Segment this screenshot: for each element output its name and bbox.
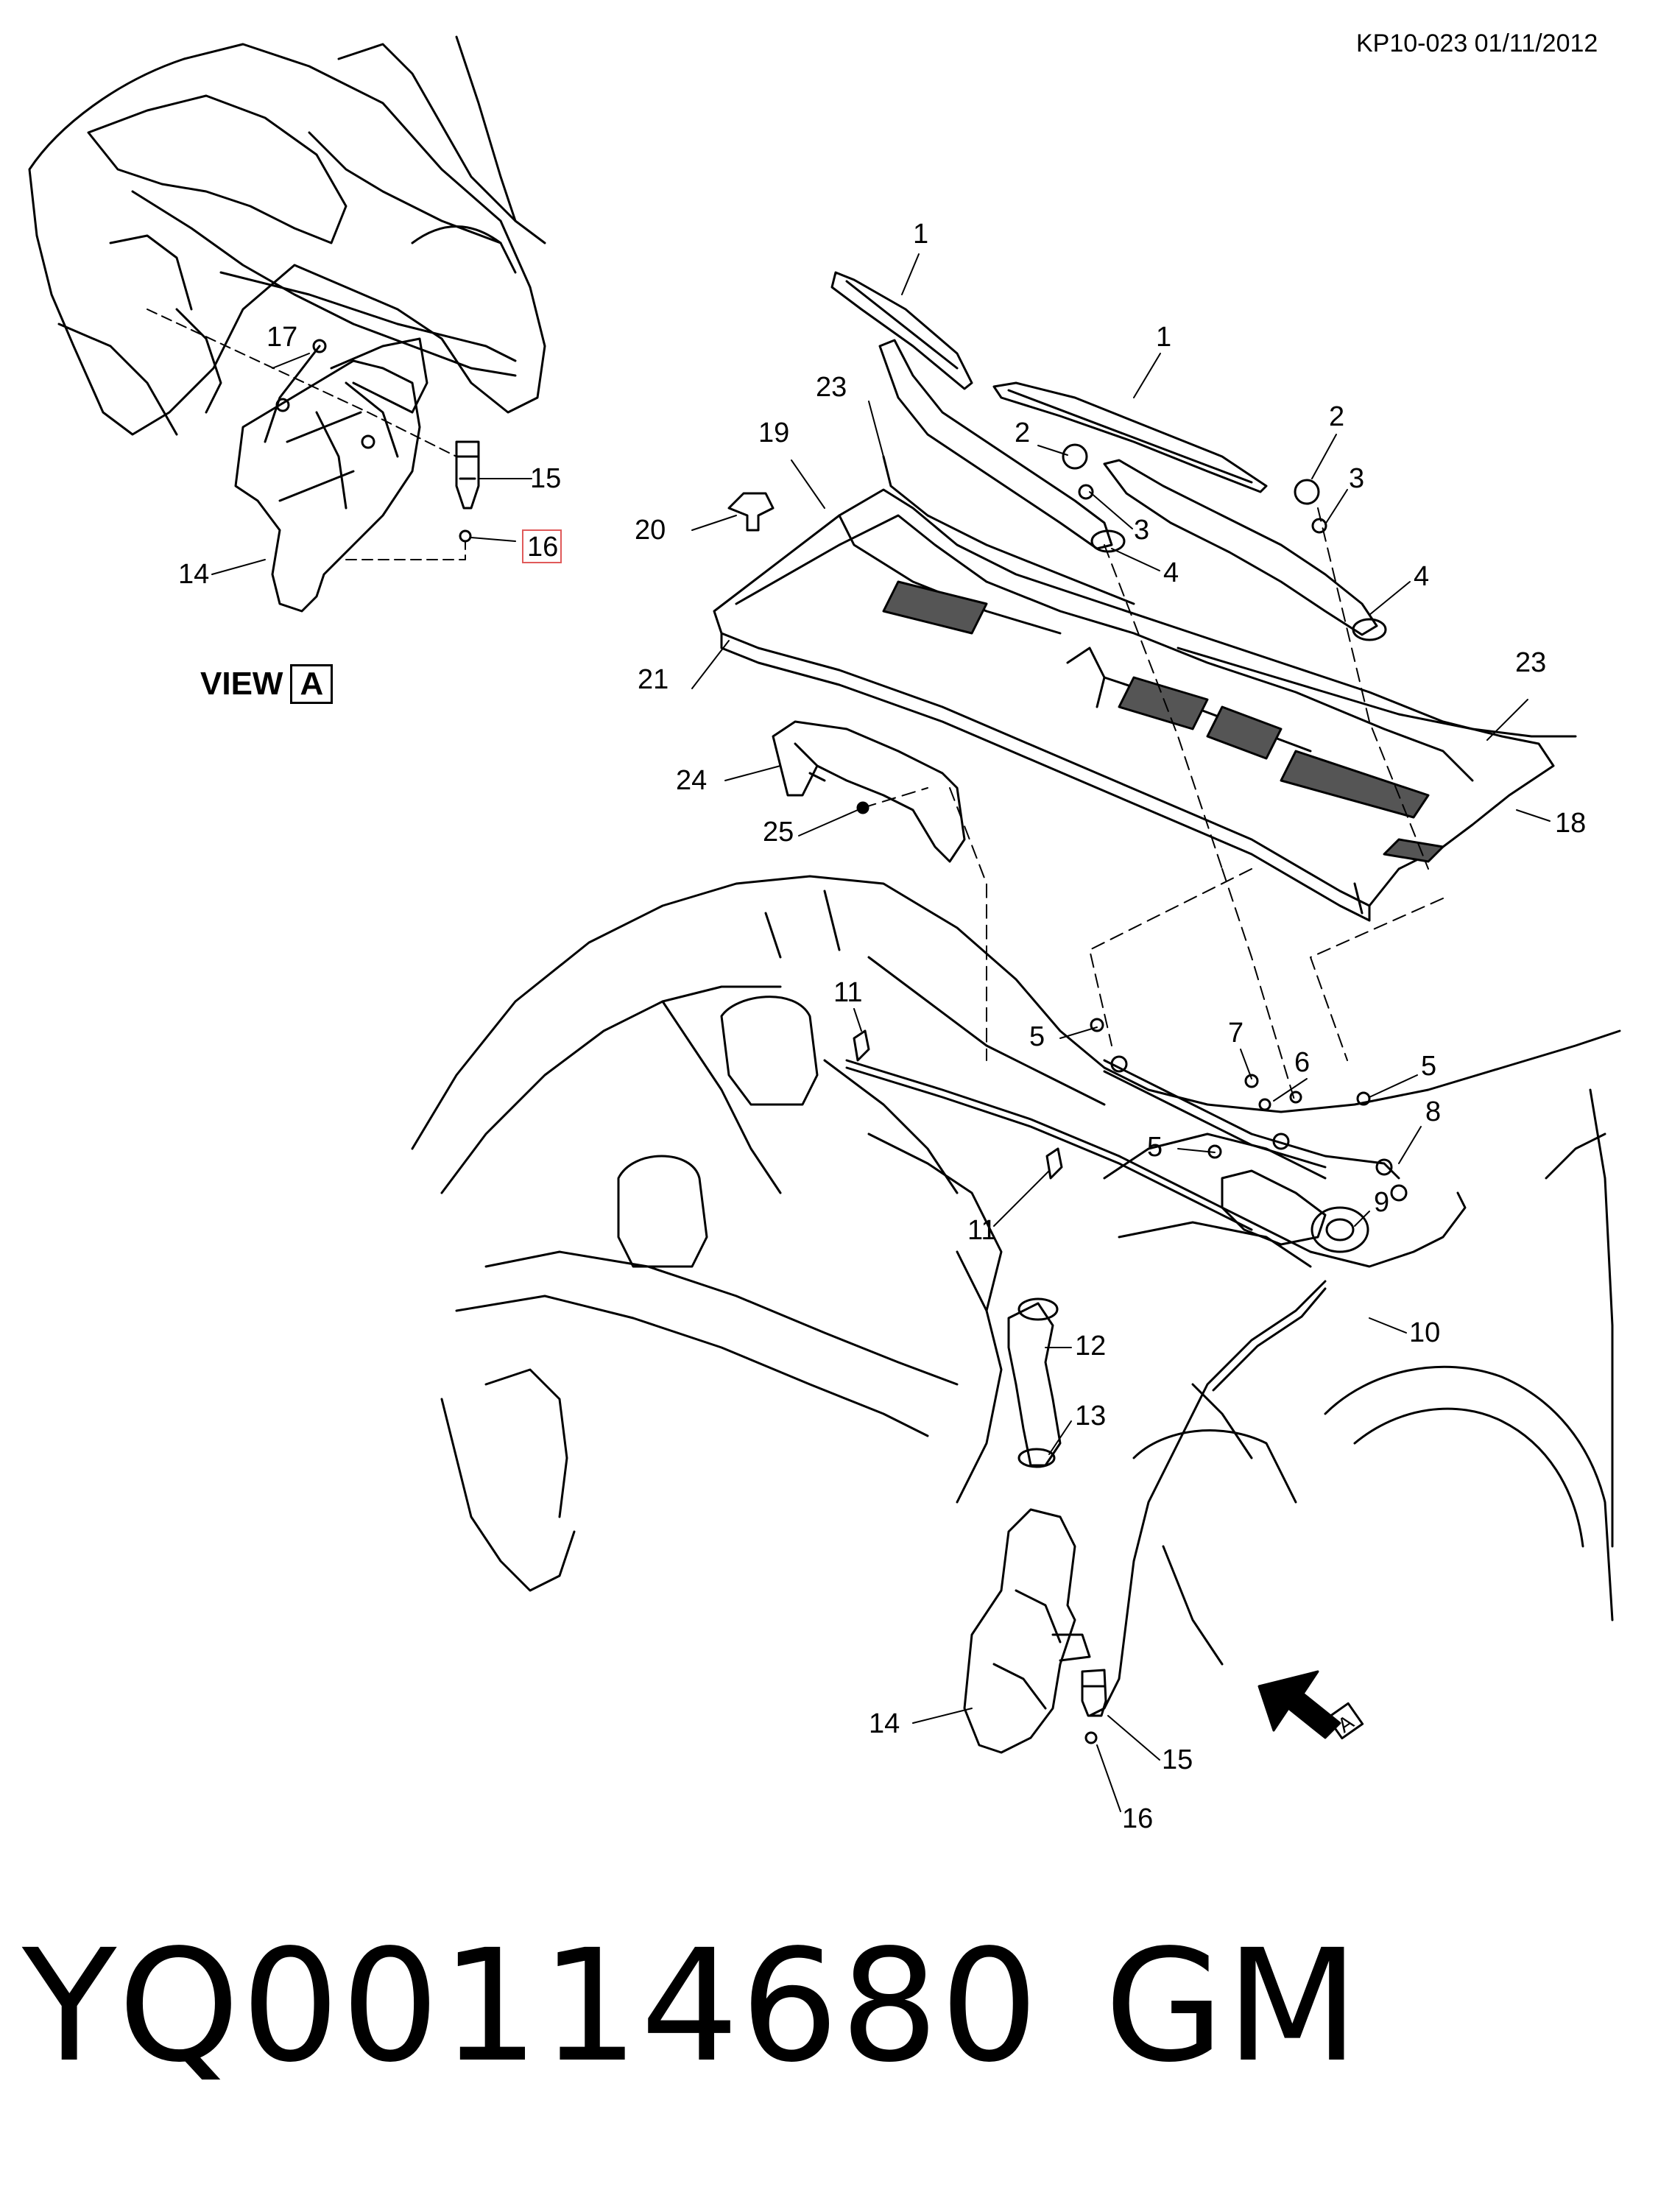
callout-15a: 15 <box>530 463 561 494</box>
callout-11a: 11 <box>833 977 862 1008</box>
part-number-code: YQ00114680 <box>22 1916 1040 2096</box>
callout-2a: 2 <box>1015 418 1030 448</box>
wiper-blades-and-arms <box>830 271 1387 641</box>
callout-labels: 1 1 2 2 3 3 4 4 5 5 5 6 7 8 9 10 11 11 1… <box>178 219 1586 1834</box>
highlight-box-16 <box>522 529 562 563</box>
inset-washer-pump <box>455 440 480 510</box>
cap-2-left <box>1062 443 1088 470</box>
bushing-6a <box>1258 1098 1271 1111</box>
view-a-arrow-box <box>1326 1702 1364 1740</box>
clip-11b <box>1045 1147 1063 1180</box>
view-a-arrow <box>1257 1670 1341 1739</box>
callout-19: 19 <box>758 418 789 448</box>
callout-2b: 2 <box>1329 401 1344 432</box>
callout-8: 8 <box>1425 1096 1441 1127</box>
dashed-leader-lines <box>862 507 1444 1105</box>
callout-16b: 16 <box>1122 1803 1153 1834</box>
callout-21: 21 <box>638 664 669 695</box>
callout-4b: 4 <box>1414 561 1429 592</box>
callout-5c: 5 <box>1421 1051 1436 1082</box>
inset-view-a <box>28 35 546 613</box>
bushing-6b <box>1289 1091 1302 1104</box>
brand-text: GM <box>1104 1916 1361 2096</box>
view-label-text: VIEW <box>200 666 283 702</box>
callout-1a: 1 <box>913 219 928 250</box>
cowl-panel <box>713 488 1555 922</box>
wiper-motor-9 <box>1310 1206 1369 1253</box>
callout-25: 25 <box>763 817 794 848</box>
callout-1b: 1 <box>1156 322 1171 353</box>
view-label-letter: A <box>290 664 334 704</box>
inset-washer-reservoir <box>234 359 421 613</box>
callout-5b: 5 <box>1147 1132 1163 1163</box>
grommet-16 <box>1084 1731 1098 1744</box>
wiper-arm-right <box>1103 459 1378 636</box>
engine-bay-structure <box>411 875 1621 1666</box>
callout-9: 9 <box>1374 1187 1389 1218</box>
nut-7 <box>1244 1074 1259 1088</box>
callout-3a: 3 <box>1134 515 1149 546</box>
part-number: YQ00114680 <box>22 1929 1040 2084</box>
callout-15b: 15 <box>1162 1744 1193 1775</box>
wiper-arm-left <box>878 339 1113 550</box>
filler-neck-12 <box>1007 1302 1062 1467</box>
cowl-weatherstrip-left <box>882 455 1135 605</box>
deflector-24 <box>772 720 966 863</box>
callout-3b: 3 <box>1349 463 1364 494</box>
brand-name: GM <box>1104 1929 1361 2084</box>
callout-6: 6 <box>1294 1047 1310 1078</box>
cowl-weatherstrip-right <box>1177 647 1577 738</box>
callout-14a: 14 <box>178 559 209 590</box>
callout-20: 20 <box>635 515 666 546</box>
washer-pump-15 <box>1081 1669 1107 1717</box>
washer-reservoir-14 <box>963 1508 1076 1754</box>
bolt-5a <box>1090 1018 1104 1032</box>
washer-hose-10 <box>845 1059 1467 1268</box>
callout-leaders <box>211 253 1551 1812</box>
callout-23a: 23 <box>816 372 847 403</box>
bolt-5c <box>1356 1091 1371 1106</box>
callout-5a: 5 <box>1029 1021 1045 1052</box>
cap-2-right <box>1294 479 1320 505</box>
callout-13: 13 <box>1075 1401 1106 1431</box>
callout-14b: 14 <box>869 1708 900 1739</box>
callout-23b: 23 <box>1515 647 1546 678</box>
callout-7: 7 <box>1228 1018 1244 1049</box>
wiper-motor-linkage <box>1103 1055 1408 1253</box>
nut-3-right <box>1311 518 1327 534</box>
seal-13 <box>1017 1448 1056 1468</box>
callout-16a: 16 <box>527 532 558 563</box>
diagram-reference: KP10-023 01/11/2012 <box>1356 29 1598 57</box>
callout-11b: 11 <box>967 1215 996 1246</box>
wiper-blade-right <box>992 381 1268 493</box>
callout-17: 17 <box>267 322 297 353</box>
nut-3-left <box>1078 484 1094 500</box>
callout-4a: 4 <box>1163 557 1179 588</box>
push-pin-20 <box>727 492 775 532</box>
view-a-label: VIEW A <box>200 664 334 704</box>
wiper-blade-left <box>830 271 973 390</box>
clip-11a <box>853 1029 870 1062</box>
callout-10: 10 <box>1409 1317 1440 1348</box>
callout-12: 12 <box>1075 1331 1106 1362</box>
callout-24: 24 <box>676 765 707 796</box>
callout-18: 18 <box>1555 808 1586 839</box>
